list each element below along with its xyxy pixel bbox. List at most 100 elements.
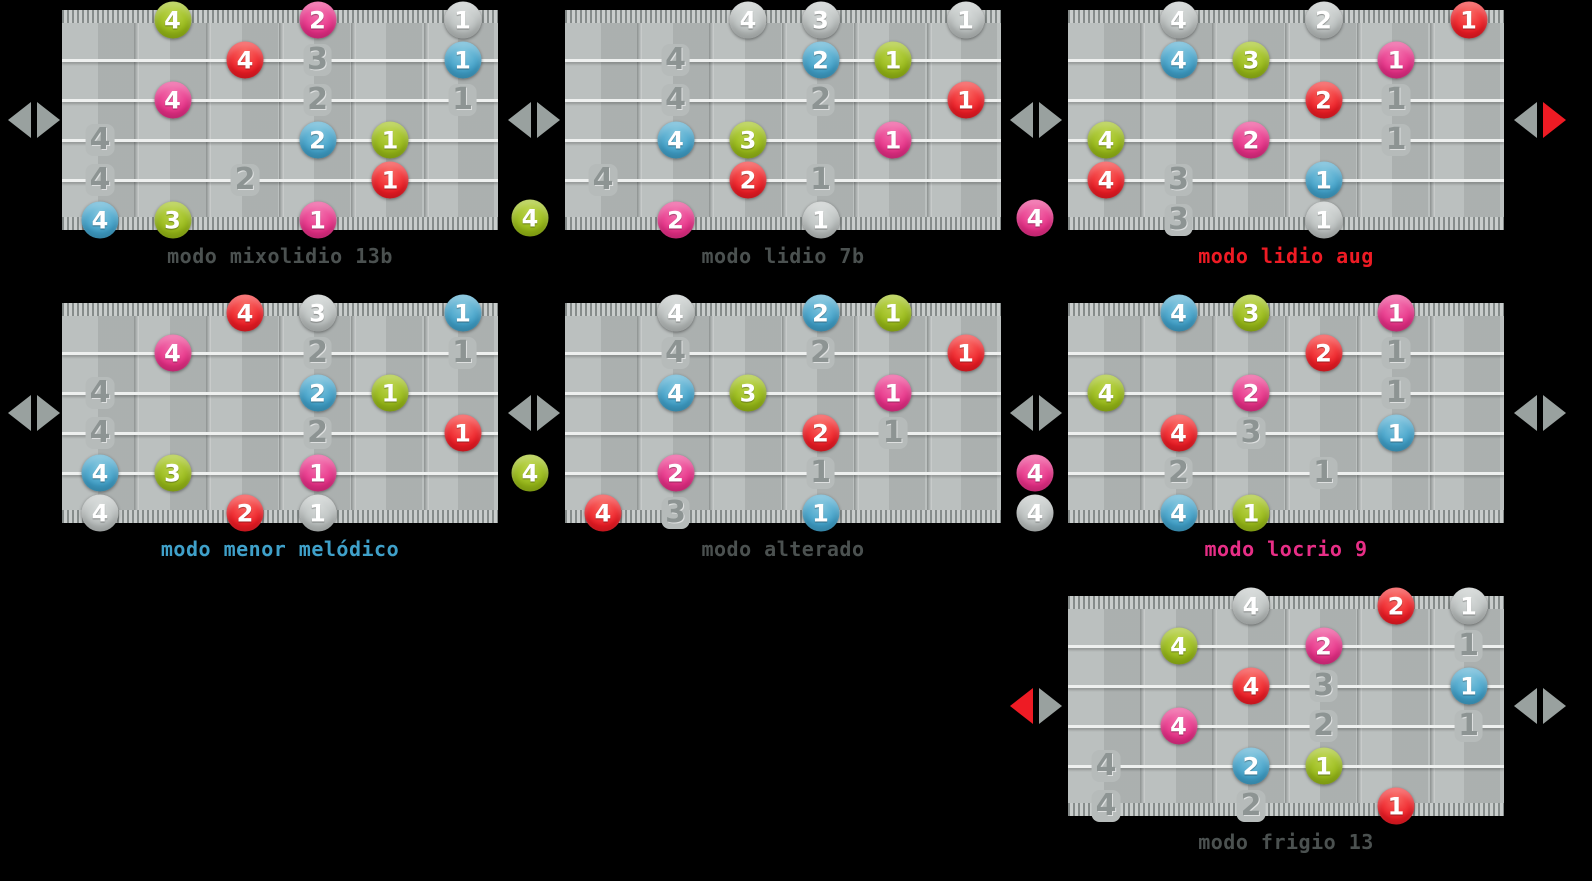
fret-wire [709, 316, 715, 510]
finger-dot-blue: 1 [802, 494, 839, 532]
finger-dot-blue: 2 [299, 121, 336, 159]
guitar-string [1068, 98, 1504, 102]
nav-arrow-left-icon[interactable] [1010, 688, 1033, 724]
fret-number: 2 [303, 84, 332, 116]
guitar-string [1068, 178, 1504, 182]
nav-arrow-left-icon[interactable] [508, 102, 531, 138]
nav-arrow-right-icon[interactable] [1543, 688, 1566, 724]
fret-wire [1139, 609, 1145, 803]
mode-label: modo menor melódico [160, 537, 400, 561]
guitar-string [1068, 391, 1504, 395]
fret-wire [133, 316, 139, 510]
guitar-string [62, 58, 498, 62]
nav-arrow-right-icon[interactable] [1039, 102, 1062, 138]
nav-arrows-row2-outer-left [8, 395, 60, 431]
nav-arrow-left-icon[interactable] [1010, 395, 1033, 431]
finger-dot-red: 1 [1377, 787, 1415, 825]
finger-dot-green: 3 [154, 201, 191, 239]
nav-arrow-right-icon[interactable] [1039, 688, 1062, 724]
fret-number: 1 [1309, 457, 1338, 489]
finger-dot-green: 1 [371, 374, 409, 412]
finger-dot-blue: 4 [1160, 41, 1197, 79]
nav-arrow-left-icon[interactable] [1514, 395, 1537, 431]
nav-arrows-row1-outer-right [1514, 102, 1566, 138]
fret-wire [636, 316, 642, 510]
fret-nut-edge-bottom [565, 217, 1001, 230]
finger-dot-blue: 4 [657, 121, 694, 159]
finger-dot-red: 2 [729, 161, 767, 199]
finger-dot-gray: 4 [1232, 587, 1270, 625]
finger-dot-green: 4 [1087, 121, 1125, 159]
nav-arrow-right-icon[interactable] [37, 102, 60, 138]
nav-arrow-left-icon[interactable] [8, 102, 31, 138]
nav-arrows-row2-outer-right [1514, 395, 1566, 431]
nav-arrow-right-icon[interactable] [1543, 102, 1566, 138]
finger-dot-magenta: 1 [874, 121, 912, 159]
fret-nut-edge-top [565, 10, 1001, 23]
mode-label: modo mixolidio 13b [167, 244, 393, 268]
nav-arrow-left-icon[interactable] [1010, 102, 1033, 138]
fret-wire [351, 316, 357, 510]
fret-number: 1 [448, 337, 477, 369]
fret-number: 4 [661, 84, 690, 116]
finger-dot-blue: 1 [1450, 667, 1487, 705]
fret-nut-edge-bottom [1068, 510, 1504, 523]
fret-wire [926, 23, 932, 217]
nav-arrow-left-icon[interactable] [1514, 688, 1537, 724]
finger-dot-magenta: 1 [1377, 41, 1415, 79]
fret-number: 2 [1164, 457, 1193, 489]
finger-dot-green: 1 [874, 41, 912, 79]
finger-dot-red: 2 [1305, 334, 1342, 372]
finger-dot-blue: 1 [1305, 161, 1342, 199]
guitar-string [565, 391, 1001, 395]
finger-dot-magenta: 1 [1377, 294, 1415, 332]
finger-dot-blue: 1 [444, 294, 481, 332]
fret-number: 4 [1091, 790, 1121, 822]
fret-number: 4 [85, 164, 115, 196]
nav-arrow-right-icon[interactable] [1543, 395, 1566, 431]
nav-arrow-right-icon[interactable] [1039, 395, 1062, 431]
fret-nut-edge-top [1068, 596, 1504, 609]
nav-arrows-row3-right [1514, 688, 1566, 724]
finger-dot-green: 1 [1305, 747, 1342, 785]
finger-dot-green: 3 [729, 121, 767, 159]
finger-dot-gray: 3 [802, 1, 839, 39]
guitar-string [1068, 764, 1504, 768]
fret-wire [1212, 316, 1218, 510]
guitar-string [565, 138, 1001, 142]
guitar-string [1068, 58, 1504, 62]
connector-dot-magenta: 4 [1016, 199, 1054, 237]
finger-dot-gray: 4 [1160, 1, 1197, 39]
nav-arrow-left-icon[interactable] [1514, 102, 1537, 138]
fret-number: 1 [1381, 84, 1411, 116]
nav-arrow-left-icon[interactable] [8, 395, 31, 431]
finger-dot-gray: 4 [81, 494, 119, 532]
mode-label: modo alterado [701, 537, 865, 561]
connector-dot-green: 4 [511, 199, 549, 237]
fret-nut-edge-bottom [565, 510, 1001, 523]
finger-dot-green: 1 [371, 121, 409, 159]
nav-arrow-right-icon[interactable] [37, 395, 60, 431]
guitar-string [565, 178, 1001, 182]
finger-dot-gray: 3 [299, 294, 336, 332]
nav-arrow-right-icon[interactable] [537, 395, 560, 431]
guitar-string [1068, 471, 1504, 475]
finger-dot-gray: 1 [1305, 201, 1342, 239]
fret-number: 4 [85, 417, 115, 449]
fret-wire [423, 23, 429, 217]
fret-number: 4 [1091, 750, 1121, 782]
nav-arrow-left-icon[interactable] [508, 395, 531, 431]
guitar-string [565, 351, 1001, 355]
finger-dot-blue: 4 [81, 454, 119, 492]
nav-arrow-right-icon[interactable] [537, 102, 560, 138]
finger-dot-red: 4 [1232, 667, 1270, 705]
fret-wire [636, 23, 642, 217]
fret-wire [206, 316, 212, 510]
guitar-string [1068, 431, 1504, 435]
fret-number: 3 [1236, 417, 1266, 449]
finger-dot-blue: 4 [81, 201, 119, 239]
finger-dot-red: 1 [371, 161, 409, 199]
